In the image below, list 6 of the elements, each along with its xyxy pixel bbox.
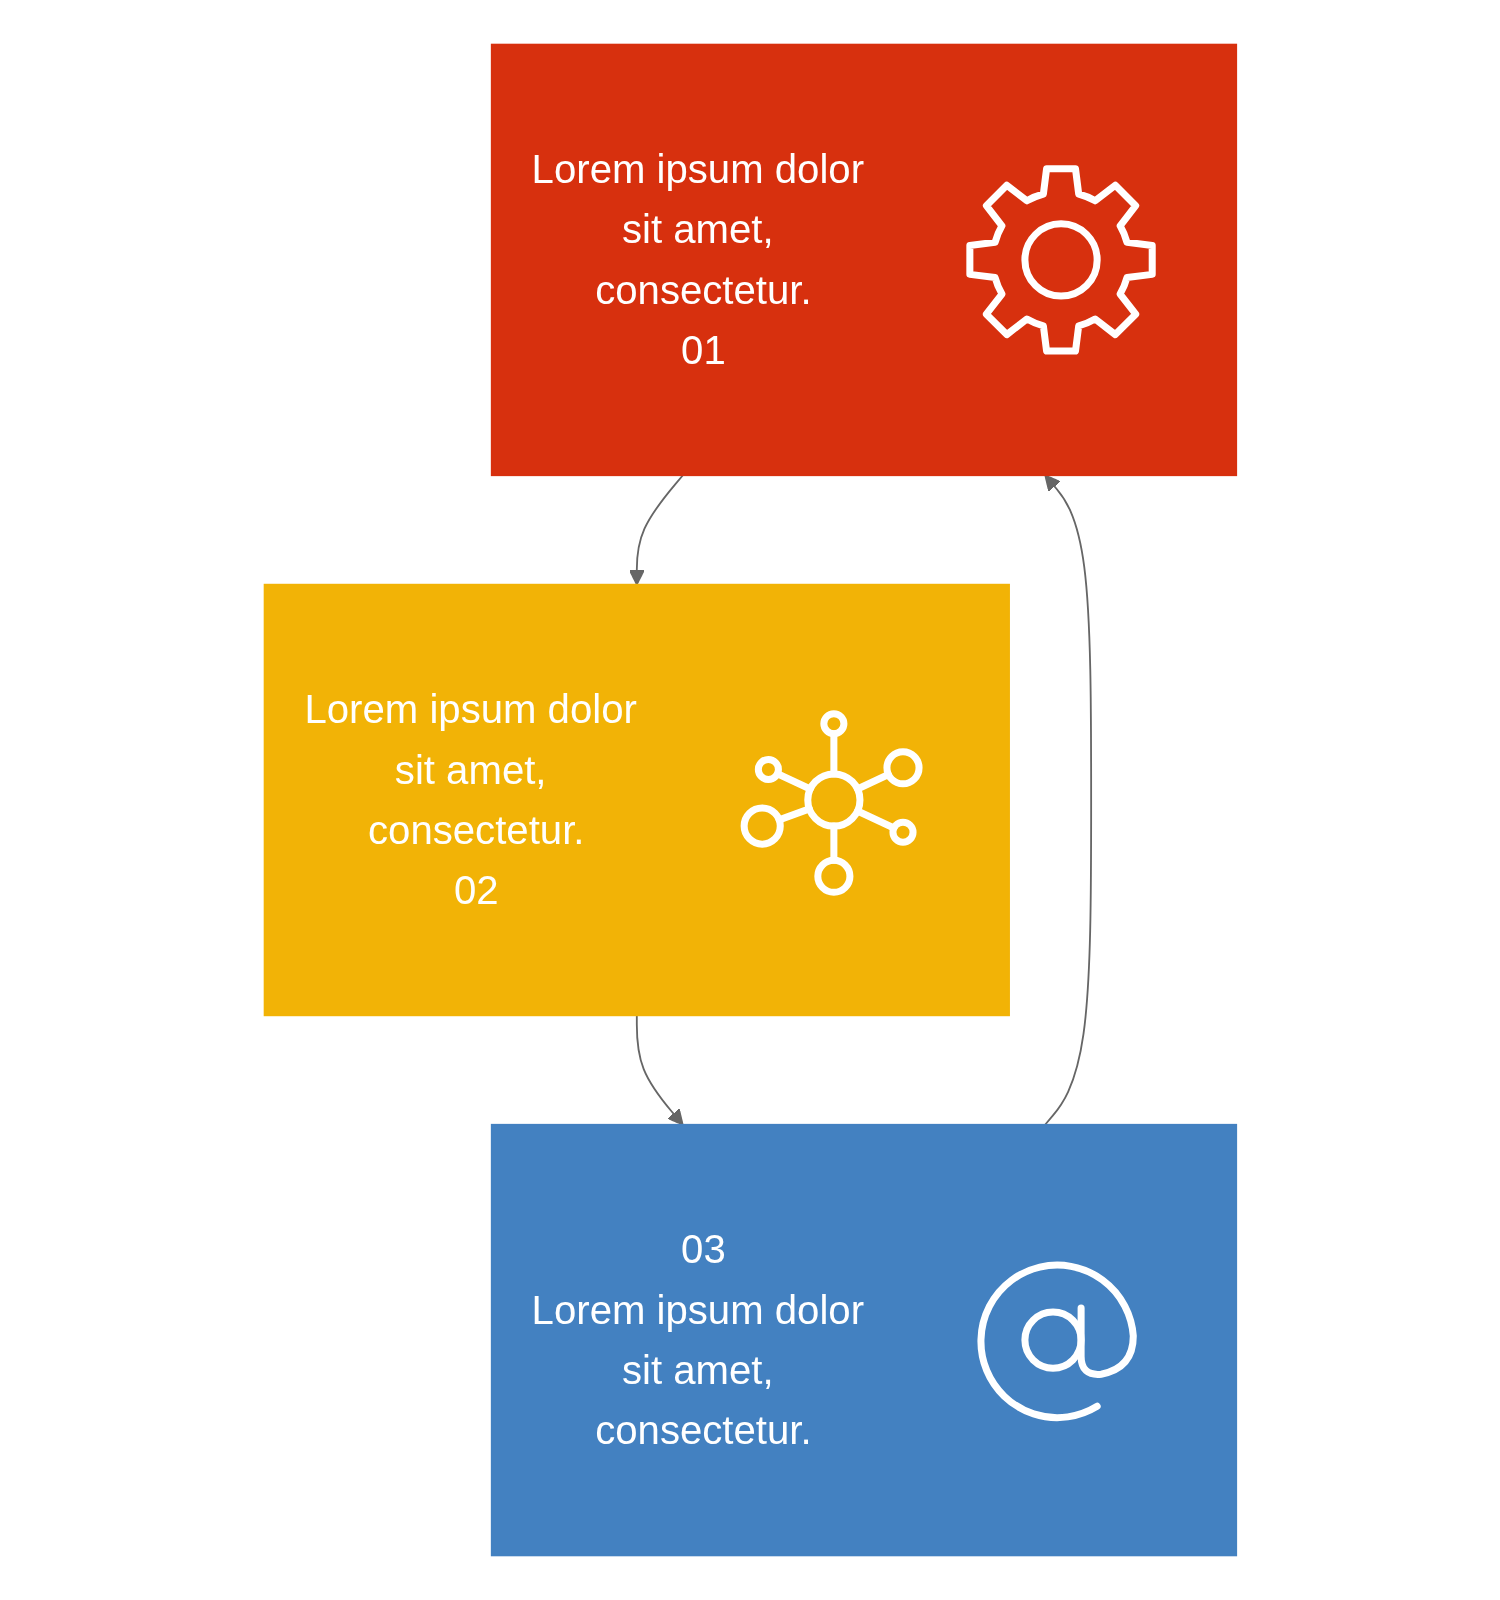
node-box: Lorem ipsum dolor sit amet, consectetur. 01: [490, 43, 1237, 477]
node-box: 03 Lorem ipsum dolor sit amet, consectetur.: [490, 1123, 1237, 1557]
node-box: Lorem ipsum dolor sit amet, consectetur. 02: [263, 583, 1010, 1017]
arrow: [635, 1014, 684, 1126]
arrow: [1043, 474, 1092, 1126]
arrow: [628, 474, 684, 586]
